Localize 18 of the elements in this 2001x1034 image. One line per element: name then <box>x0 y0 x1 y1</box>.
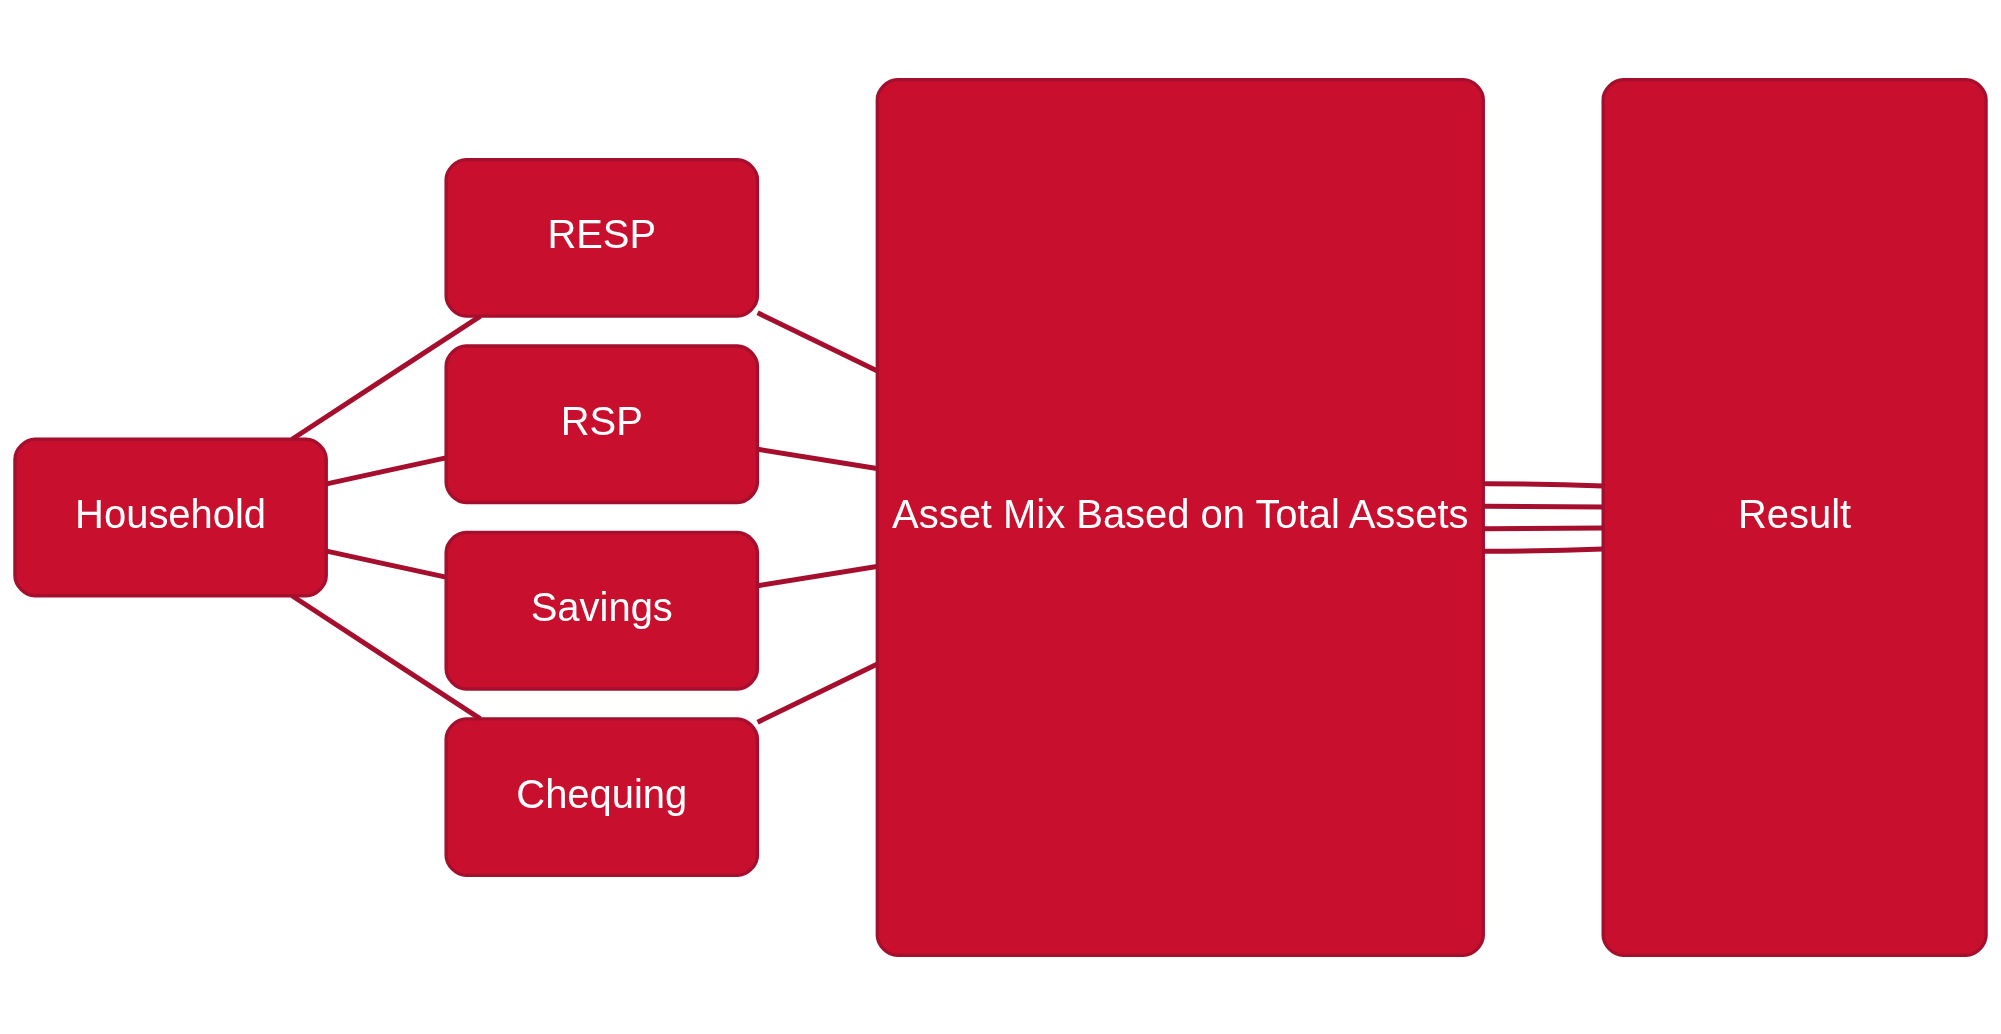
connector <box>757 446 878 471</box>
node-box: Result <box>1601 77 1988 957</box>
connector <box>1483 545 1604 554</box>
node-box: RESP <box>444 157 760 318</box>
connector <box>326 454 447 486</box>
connector <box>756 310 878 373</box>
node-box: Asset Mix Based on Total Assets <box>875 77 1485 957</box>
node-box: Chequing <box>444 716 760 877</box>
connector <box>756 661 878 724</box>
connector <box>1483 480 1604 489</box>
node-box: RSP <box>444 343 760 504</box>
connector <box>290 313 482 441</box>
connector <box>757 563 878 588</box>
connector <box>1483 525 1604 531</box>
connector <box>1483 503 1604 509</box>
connector <box>326 548 447 580</box>
node-box: Household <box>13 437 328 597</box>
node-box: Savings <box>444 530 760 691</box>
